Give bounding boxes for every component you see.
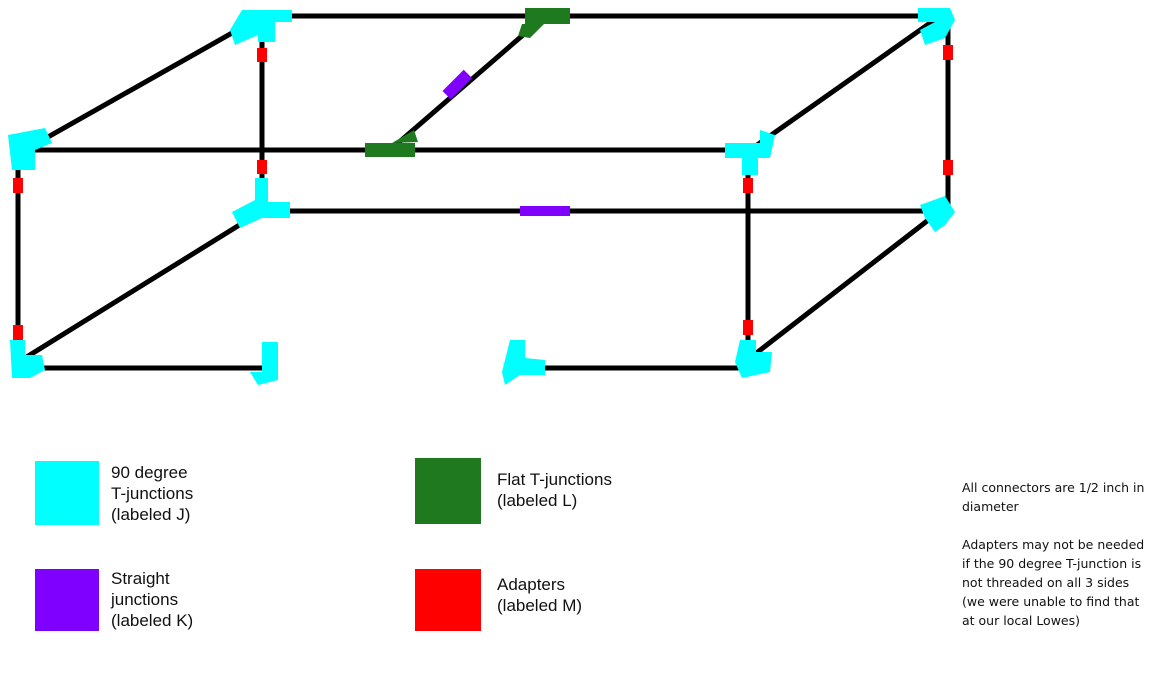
legend-label-flat-tee: Flat T-junctions (labeled L) [497,470,612,510]
adapter [943,160,953,175]
straight-junction [442,69,473,100]
pipe-top-center-depth [387,13,548,153]
pipe-top-left-depth [22,13,265,153]
note-adapters: Adapters may not be needed if the 90 deg… [962,537,1145,628]
adapter [257,160,267,174]
flat-t-junction [365,143,415,157]
tee-90 [232,178,290,228]
pvc-frame-diagram [8,8,955,385]
pipe-bottom-left-depth [22,208,265,361]
straight-junctions [442,69,570,216]
adapter [13,178,23,193]
adapter [743,178,753,193]
adapters [13,45,953,340]
flat-t-junction [392,130,418,143]
legend-swatch-straight [35,569,99,631]
tee-90 [920,196,955,232]
ninety-degree-t-junctions [8,8,955,385]
tee-90 [8,128,52,170]
flat-t-junction [525,8,570,24]
pipes [15,13,951,371]
adapter [743,320,753,335]
pipe-top-right-depth [747,13,943,153]
tee-90 [502,340,545,385]
legend-label-straight: Straight junctions (labeled K) [111,569,194,630]
flat-t-junctions [365,8,570,157]
adapter [943,45,953,60]
tee-90 [10,340,45,378]
legend-swatch-flat-tee [415,458,481,524]
tee-90 [230,10,292,45]
adapter [257,48,267,62]
tee-90 [735,340,772,378]
legend-swatch-tee-90 [35,461,99,525]
legend-label-adapter: Adapters (labeled M) [497,575,583,615]
flat-t-junction [518,24,544,38]
adapter [13,325,23,340]
note-diameter: All connectors are 1/2 inch in diameter [962,480,1145,514]
legend-label-tee-90: 90 degree T-junctions (labeled J) [111,463,194,524]
straight-junction [520,206,570,216]
tee-90 [918,8,955,45]
pipe-bottom-right-depth [747,208,943,361]
tee-90 [250,342,278,385]
legend-swatch-adapter [415,569,481,631]
tee-90 [725,130,775,175]
